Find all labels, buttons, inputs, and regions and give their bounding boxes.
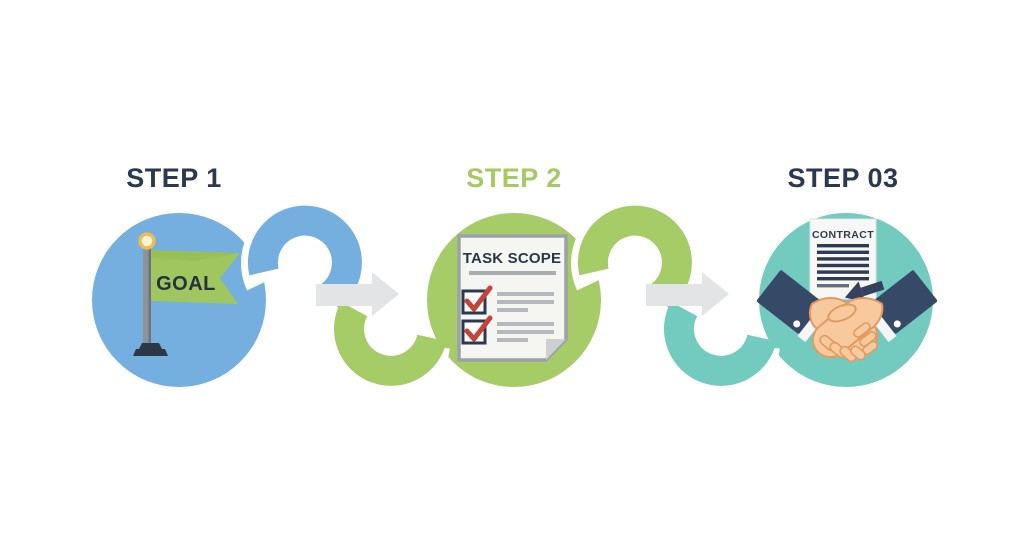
text-line (817, 284, 849, 288)
connector2-bottom-arc (664, 301, 777, 386)
wrapping-fingers-right (853, 322, 878, 356)
title-divider (469, 271, 556, 275)
connector-2 (571, 199, 780, 406)
text-line (817, 277, 869, 281)
text-line (497, 300, 554, 304)
red-checkmark-icon (464, 285, 493, 312)
contract-document: CONTRACT (809, 218, 877, 300)
sleeve (871, 270, 938, 334)
step2-label: STEP 2 (466, 163, 562, 193)
checkbox-icon (461, 289, 487, 315)
flag-pole (143, 246, 151, 346)
task-scope-document-icon: TASK SCOPE (457, 234, 568, 362)
step3-label: STEP 03 (787, 163, 899, 193)
text-line (817, 263, 869, 268)
cufflink-dot (793, 320, 801, 328)
checkbox-icon (461, 319, 487, 345)
flag-banner (151, 250, 240, 304)
connector2-top-arc (577, 205, 692, 310)
flag-pole-shade (148, 246, 151, 346)
finger (850, 345, 866, 361)
flow-arrow-right-icon (646, 272, 729, 316)
contract-title: CONTRACT (812, 229, 874, 241)
connector1-top-arc (247, 205, 362, 310)
task-scope-title: TASK SCOPE (463, 250, 561, 267)
step1-label: STEP 1 (126, 163, 222, 193)
thumb (827, 303, 857, 323)
text-line (817, 257, 869, 261)
goal-flag-icon: GOAL (133, 232, 240, 356)
text-line (497, 338, 528, 342)
arrow-shaft (860, 280, 885, 297)
flow-arrow-right-icon (316, 272, 399, 316)
text-line (497, 322, 554, 326)
sleeve (756, 270, 823, 334)
flag-banner-fold-shade (151, 250, 240, 261)
flag-pole-top-ball (138, 232, 156, 250)
flag-pole-base (133, 343, 168, 356)
text-line (817, 250, 869, 254)
document-corner-fold (546, 339, 566, 360)
connector-1 (241, 199, 450, 406)
text-line (497, 292, 554, 296)
checklist-item-2 (461, 315, 554, 345)
text-line (817, 244, 869, 248)
interlocked-fingers (819, 334, 866, 363)
goal-flag-text: GOAL (156, 273, 216, 295)
finger (853, 322, 871, 338)
handshake-icon (756, 270, 938, 363)
text-line (497, 308, 528, 312)
red-checkmark-icon (464, 315, 493, 342)
checklist-item-1 (461, 285, 554, 315)
connector1-bottom-arc (334, 301, 447, 386)
thumb-shape (827, 303, 857, 323)
text-line (497, 330, 554, 334)
step3-circle (759, 213, 933, 387)
contract-handshake-icon: CONTRACT (756, 218, 938, 363)
cufflink-dot (893, 320, 901, 328)
text-line (817, 270, 869, 274)
